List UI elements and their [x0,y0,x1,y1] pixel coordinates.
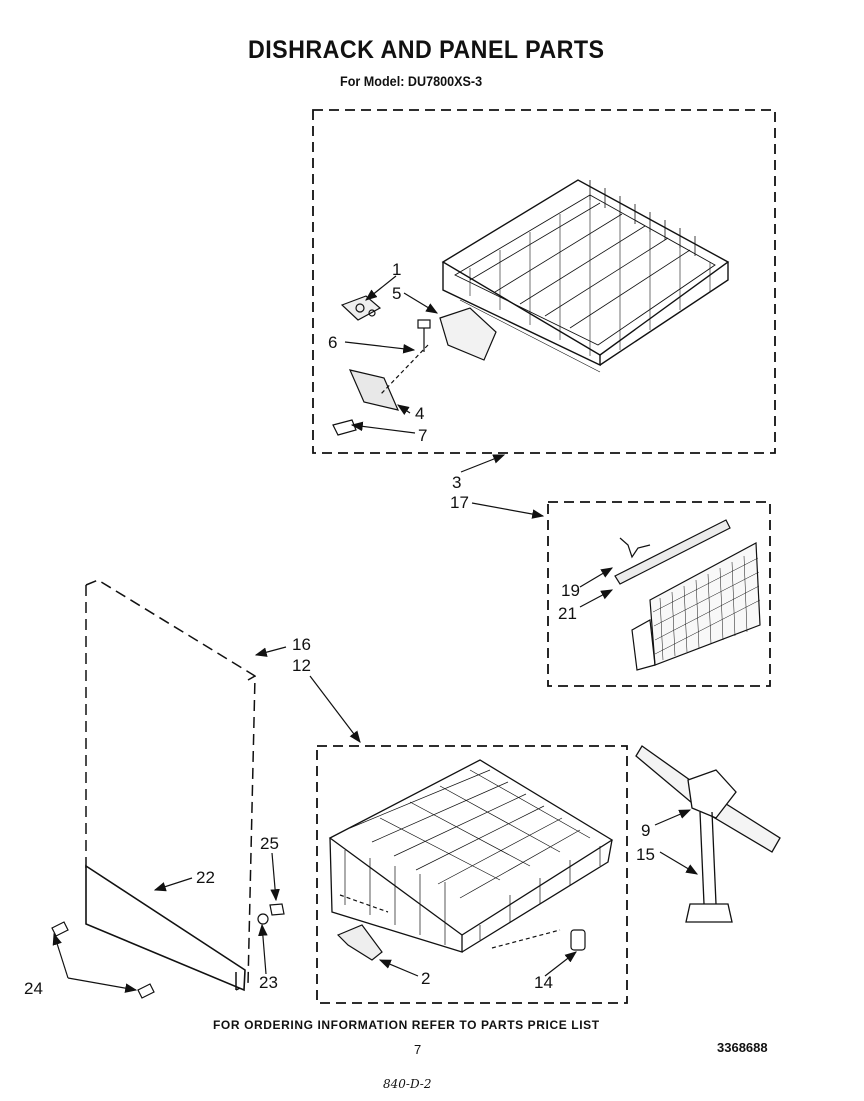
callout-9: 9 [641,821,651,840]
callout-25: 25 [260,834,279,853]
callout-21: 21 [558,604,577,623]
door-panel [85,579,256,992]
spray-arm [635,745,781,923]
callout-17: 17 [450,493,469,512]
callout-24: 24 [24,979,43,998]
spray-leader-lines [654,809,699,875]
lower-rack-group-box [316,745,628,1004]
upper-rack-group-box [312,109,776,454]
upper-dishrack [441,179,730,373]
callout-19: 19 [561,581,580,600]
callout-2: 2 [421,969,431,988]
callout-12: 12 [292,656,311,675]
silverware-group-box [547,501,771,687]
callout-1: 1 [392,260,402,279]
callout-22: 22 [196,868,215,887]
callout-14: 14 [534,973,553,992]
callout-3: 3 [452,473,462,492]
page-number: 7 [414,1042,422,1057]
callout-7: 7 [418,426,428,445]
lower-dishrack [328,759,614,953]
handwritten-code: 840-D-2 [383,1077,432,1091]
ordering-info-note: FOR ORDERING INFORMATION REFER TO PARTS … [213,1018,600,1032]
callout-15: 15 [636,845,655,864]
callout-5: 5 [392,284,402,303]
callout-23: 23 [259,973,278,992]
silverware-basket [614,519,761,671]
callout-4: 4 [415,404,425,423]
model-subtitle: For Model: DU7800XS-3 [340,73,483,89]
page-title: DISHRACK AND PANEL PARTS [248,36,605,64]
lower-leader-lines [378,951,577,977]
lower-rack-small-parts [336,894,586,961]
upper-leader-lines [344,275,614,608]
door-leader-lines [52,646,361,993]
document-number: 3368688 [717,1040,768,1055]
callout-16: 16 [292,635,311,654]
callout-6: 6 [328,333,338,352]
